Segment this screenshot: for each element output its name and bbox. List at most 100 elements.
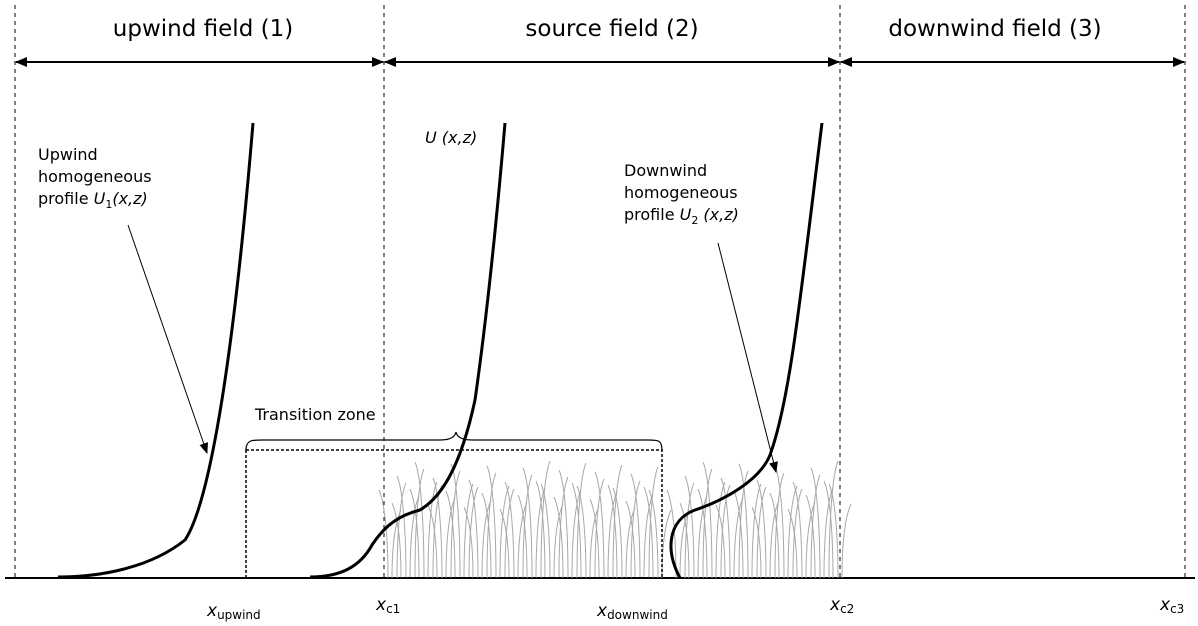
grass-blade xyxy=(378,489,389,579)
x-downwind-label: xdownwind xyxy=(596,601,668,622)
transition-zone-brace xyxy=(245,431,663,451)
canopy-grass xyxy=(378,460,852,579)
grass-blade xyxy=(810,467,821,579)
grass-blade xyxy=(414,468,425,579)
grass-blade xyxy=(805,494,816,579)
x-upwind-label: xupwind xyxy=(206,601,261,622)
grass-blade xyxy=(463,483,474,579)
grass-blade xyxy=(823,480,834,579)
grass-blade xyxy=(607,484,618,579)
grass-blade xyxy=(738,463,749,579)
grass-blade xyxy=(751,483,762,579)
grass-blade xyxy=(504,488,515,579)
grass-blade xyxy=(787,508,798,579)
grass-blade xyxy=(409,488,420,579)
grass-blade xyxy=(558,469,569,579)
source-field-title: source field (2) xyxy=(525,16,698,42)
grass-blade xyxy=(499,485,510,579)
grass-blade xyxy=(409,495,420,579)
upwind-pointer-arrow xyxy=(127,224,208,454)
grass-blade xyxy=(558,476,569,579)
grass-blade xyxy=(630,473,641,579)
downwind-pointer-arrow xyxy=(717,242,778,473)
grass-blade xyxy=(720,484,731,579)
transition-profile-curve xyxy=(309,122,507,579)
grass-blade xyxy=(571,482,582,579)
grass-blade xyxy=(481,492,492,579)
grass-blade xyxy=(828,483,839,579)
upwind-profile-curve xyxy=(57,122,255,579)
grass-blade xyxy=(769,499,780,579)
grass-blade xyxy=(769,492,780,579)
downwind-field-title: downwind field (3) xyxy=(888,16,1101,42)
grass-blade xyxy=(733,490,744,579)
grass-blade xyxy=(486,465,497,579)
grass-blade xyxy=(522,467,533,579)
grass-blade xyxy=(427,504,438,579)
grass-blade xyxy=(445,490,456,579)
downwind-profile-curve xyxy=(669,122,824,579)
grass-blade xyxy=(648,466,659,579)
grass-blade xyxy=(468,479,479,579)
grass-blade xyxy=(463,506,474,579)
grass-blade xyxy=(589,498,600,579)
mid-profile-label: U (x,z) xyxy=(425,128,477,147)
grass-blade xyxy=(751,506,762,579)
grass-blade xyxy=(643,486,654,579)
grass-blade xyxy=(828,460,839,579)
grass-blade xyxy=(391,502,402,579)
grass-blade xyxy=(594,478,605,579)
grass-blade xyxy=(774,472,785,579)
x-c1-label: xc1 xyxy=(375,595,400,616)
grass-blade xyxy=(594,471,605,579)
grass-blade xyxy=(445,497,456,579)
grass-blade xyxy=(576,485,587,579)
grass-blade xyxy=(756,486,767,579)
downwind-profile-line1: Downwind xyxy=(624,161,707,180)
grass-blade xyxy=(450,470,461,579)
grass-blade xyxy=(792,481,803,579)
grass-blade xyxy=(702,461,713,579)
grass-blade xyxy=(720,477,731,579)
grass-blade xyxy=(612,464,623,579)
grass-blade xyxy=(648,489,659,579)
grass-blade xyxy=(625,500,636,579)
grass-blade xyxy=(738,470,749,579)
grass-blade xyxy=(841,503,852,579)
transition-zone-box xyxy=(245,449,663,579)
grass-blade xyxy=(697,488,708,579)
x-c3-label: xc3 xyxy=(1159,595,1184,616)
x-c2-label: xc2 xyxy=(829,595,854,616)
transition-zone-label: Transition zone xyxy=(254,405,376,424)
grass-blade xyxy=(468,486,479,579)
grass-blade xyxy=(715,504,726,579)
downwind-profile-line2: homogeneous xyxy=(624,183,738,202)
grass-blade xyxy=(540,483,551,579)
upwind-profile-line3: profile U1(x,z) xyxy=(38,189,148,211)
upwind-field-title: upwind field (1) xyxy=(113,16,293,42)
grass-blade xyxy=(576,462,587,579)
grass-blade xyxy=(679,502,690,579)
grass-blade xyxy=(504,481,515,579)
grass-blade xyxy=(486,472,497,579)
grass-blade xyxy=(432,477,443,579)
grass-blade xyxy=(697,495,708,579)
grass-blade xyxy=(522,474,533,579)
grass-blade xyxy=(661,509,672,579)
grass-blade xyxy=(499,508,510,579)
downwind-profile-line3: profile U2 (x,z) xyxy=(624,205,739,227)
grass-blade xyxy=(810,474,821,579)
grass-blade xyxy=(414,461,425,579)
grass-blade xyxy=(553,496,564,579)
grass-blade xyxy=(535,480,546,579)
upwind-profile-line1: Upwind xyxy=(38,145,98,164)
grass-blade xyxy=(792,488,803,579)
grass-blade xyxy=(481,499,492,579)
grass-blade xyxy=(684,482,695,579)
grass-blade xyxy=(733,497,744,579)
grass-blade xyxy=(787,485,798,579)
grass-blade xyxy=(756,479,767,579)
grass-blade xyxy=(612,487,623,579)
